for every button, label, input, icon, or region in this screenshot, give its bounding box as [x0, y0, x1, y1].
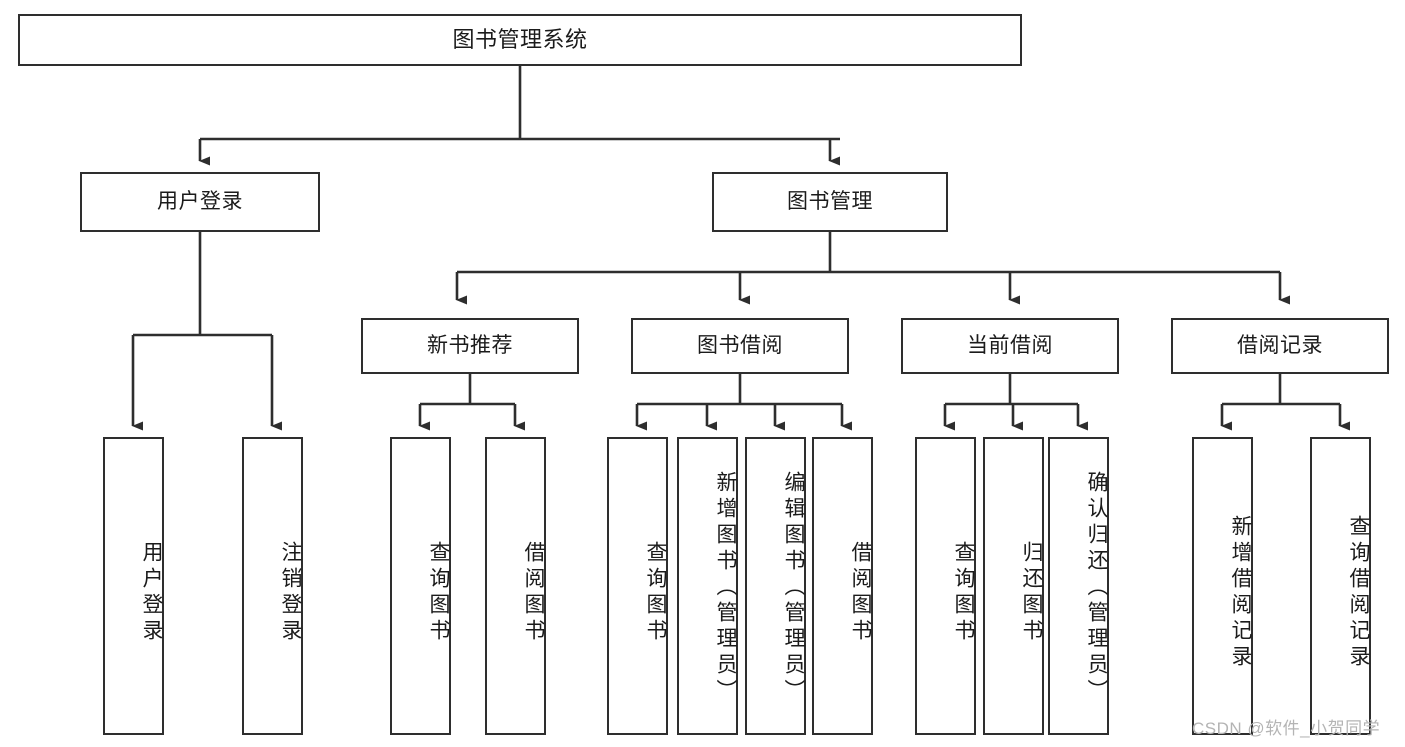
node-leaf-add-book-admin[interactable]: 新增图书（管理员） [677, 437, 738, 735]
node-leaf-borrow-book-borrowing[interactable]: 借阅图书 [812, 437, 873, 735]
node-leaf-logout-login[interactable]: 注销登录 [242, 437, 303, 735]
node-label: 注销登录 [279, 541, 302, 645]
node-label: 用户登录 [140, 541, 163, 645]
node-leaf-user-login[interactable]: 用户登录 [103, 437, 164, 735]
node-leaf-query-book-borrowing[interactable]: 查询图书 [607, 437, 668, 735]
node-label: 查询图书 [644, 541, 667, 645]
node-leaf-confirm-return-admin[interactable]: 确认归还（管理员） [1048, 437, 1109, 735]
node-new-book-recommendation[interactable]: 新书推荐 [361, 318, 579, 374]
node-leaf-edit-book-admin[interactable]: 编辑图书（管理员） [745, 437, 806, 735]
node-current-borrowing[interactable]: 当前借阅 [901, 318, 1119, 374]
node-leaf-return-book[interactable]: 归还图书 [983, 437, 1044, 735]
csdn-watermark: CSDN @软件_小贺同学 [1192, 719, 1381, 738]
node-label: 归还图书 [1020, 541, 1043, 645]
node-leaf-add-borrowing-record[interactable]: 新增借阅记录 [1192, 437, 1253, 735]
node-label: 当前借阅 [967, 334, 1053, 358]
node-label: 图书管理系统 [452, 26, 588, 52]
node-label: 新书推荐 [427, 334, 513, 358]
node-leaf-query-book-recommendation[interactable]: 查询图书 [390, 437, 451, 735]
node-leaf-query-book-current[interactable]: 查询图书 [915, 437, 976, 735]
node-leaf-borrow-book-recommendation[interactable]: 借阅图书 [485, 437, 546, 735]
node-label: 新增图书（管理员） [714, 471, 737, 705]
node-leaf-query-borrowing-record[interactable]: 查询借阅记录 [1310, 437, 1371, 735]
node-book-management[interactable]: 图书管理 [712, 172, 948, 232]
node-label: 图书管理 [787, 190, 873, 214]
node-label: 查询借阅记录 [1347, 515, 1370, 671]
node-label: 借阅图书 [849, 541, 872, 645]
node-user-login[interactable]: 用户登录 [80, 172, 320, 232]
node-label: 查询图书 [952, 541, 975, 645]
node-label: 图书借阅 [697, 334, 783, 358]
node-label: 用户登录 [157, 190, 243, 214]
node-borrowing-record[interactable]: 借阅记录 [1171, 318, 1389, 374]
node-label: 查询图书 [427, 541, 450, 645]
node-book-borrowing[interactable]: 图书借阅 [631, 318, 849, 374]
node-label: 编辑图书（管理员） [782, 471, 805, 705]
node-label: 借阅图书 [522, 541, 545, 645]
node-label: 借阅记录 [1237, 334, 1323, 358]
node-label: 新增借阅记录 [1229, 515, 1252, 671]
node-label: 确认归还（管理员） [1085, 471, 1108, 705]
node-root-book-management-system[interactable]: 图书管理系统 [18, 14, 1022, 66]
